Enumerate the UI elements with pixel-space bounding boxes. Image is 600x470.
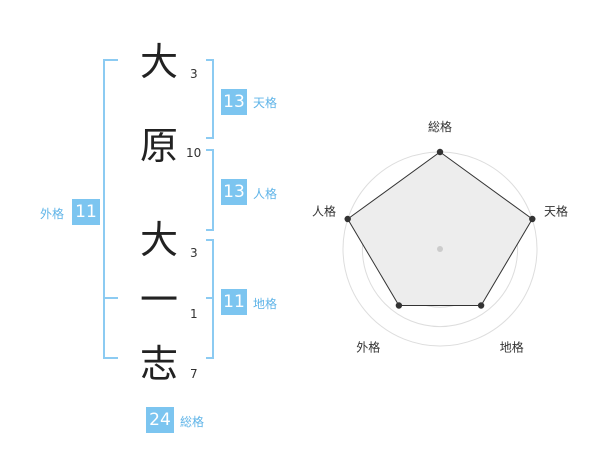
radar-axis-label: 地格 bbox=[500, 340, 524, 355]
soukaku-label: 総格 bbox=[180, 415, 205, 429]
radar-point bbox=[395, 302, 403, 309]
name-char-3: 大 bbox=[139, 218, 178, 262]
gaikaku-value-badge: 11 bbox=[72, 199, 100, 225]
tenkaku-bracket bbox=[206, 59, 214, 139]
stroke-count-5: 7 bbox=[190, 367, 198, 381]
chikaku-label: 地格 bbox=[253, 297, 278, 311]
name-char-2: 原 bbox=[139, 124, 178, 168]
name-char-5: 志 bbox=[139, 342, 178, 386]
radar-point bbox=[529, 215, 536, 223]
name-char-4: 一 bbox=[139, 278, 178, 322]
tenkaku-label: 天格 bbox=[253, 96, 278, 110]
tenkaku-value-badge: 13 bbox=[221, 89, 247, 115]
radar-point bbox=[477, 302, 485, 309]
gaikaku-bracket bbox=[103, 59, 118, 359]
gaikaku-label: 外格 bbox=[40, 207, 65, 221]
jinkaku-bracket bbox=[206, 149, 214, 231]
radar-points bbox=[344, 148, 536, 309]
radar-axis-label: 総格 bbox=[428, 119, 452, 134]
jinkaku-value-badge: 13 bbox=[221, 179, 247, 205]
radar-point bbox=[344, 215, 351, 223]
radar-axis-label: 人格 bbox=[312, 203, 336, 218]
radar-point bbox=[436, 148, 444, 156]
stroke-count-1: 3 bbox=[190, 67, 198, 81]
stroke-count-3: 3 bbox=[190, 246, 198, 260]
radar-polygon bbox=[347, 151, 533, 306]
stroke-count-2: 10 bbox=[186, 146, 202, 160]
name-char-1: 大 bbox=[139, 40, 178, 84]
chikaku-value-badge: 11 bbox=[221, 289, 247, 315]
stroke-count-4: 1 bbox=[190, 307, 198, 321]
radar-axis-label: 天格 bbox=[544, 203, 568, 218]
radar-axis-label: 外格 bbox=[356, 340, 380, 355]
jinkaku-label: 人格 bbox=[253, 187, 278, 201]
soukaku-value-badge: 24 bbox=[146, 407, 174, 433]
radar-center-dot bbox=[437, 246, 443, 252]
